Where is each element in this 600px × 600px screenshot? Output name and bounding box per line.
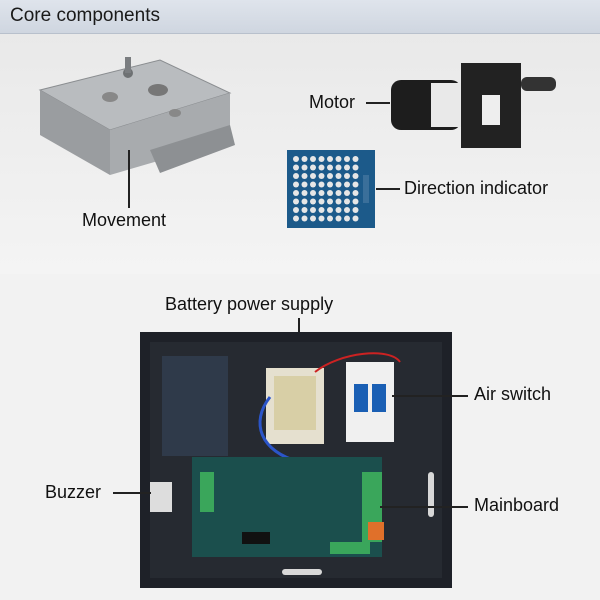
led-dot	[344, 207, 350, 213]
led-dot	[352, 173, 359, 179]
motor-label: Motor	[309, 92, 356, 112]
motor-image	[391, 63, 556, 148]
buzzer-label: Buzzer	[45, 482, 102, 502]
led-dot	[327, 156, 333, 162]
led-dot	[344, 156, 350, 162]
led-dot	[344, 198, 350, 205]
led-dot	[344, 181, 350, 188]
led-dot	[310, 207, 316, 213]
led-dot	[301, 181, 308, 188]
section-title: Core components	[10, 5, 160, 26]
led-dot	[352, 207, 359, 213]
led-dot	[327, 173, 333, 179]
led-dot	[293, 181, 299, 188]
led-dot	[310, 181, 316, 188]
led-dot	[293, 164, 299, 171]
led-dot	[344, 173, 350, 179]
led-dot	[293, 198, 299, 205]
led-dot	[301, 156, 308, 162]
led-dot	[335, 190, 342, 196]
led-dot	[352, 156, 359, 162]
led-dot	[335, 215, 342, 222]
air-switch-leader-line	[392, 395, 468, 397]
section-header: Core components	[0, 0, 600, 34]
led-dot	[335, 173, 342, 179]
mainboard-leader-line	[380, 506, 468, 508]
movement-leader-line	[128, 150, 130, 208]
led-dot	[318, 215, 325, 222]
led-dot	[310, 215, 316, 222]
led-dot	[301, 173, 308, 179]
led-dot	[344, 190, 350, 196]
led-dot	[327, 181, 333, 188]
led-dot	[327, 207, 333, 213]
led-dot	[352, 164, 359, 171]
buzzer-leader-line	[113, 492, 151, 494]
direction-indicator-label: Direction indicator	[404, 178, 549, 198]
led-dot	[318, 173, 325, 179]
motor-leader-line	[366, 102, 390, 104]
led-dot	[318, 156, 325, 162]
led-dot	[352, 181, 359, 188]
led-dot	[318, 181, 325, 188]
led-dot	[293, 156, 299, 162]
led-dot	[310, 164, 316, 171]
led-dot	[293, 190, 299, 196]
led-dot	[335, 207, 342, 213]
led-dot	[310, 190, 316, 196]
movement-image	[38, 57, 235, 175]
led-dot	[352, 198, 359, 205]
led-dot	[318, 190, 325, 196]
led-dot	[318, 164, 325, 171]
battery-power-supply-label: Battery power supply	[165, 294, 334, 314]
led-dot	[301, 207, 308, 213]
led-dot	[293, 207, 299, 213]
led-dot	[301, 190, 308, 196]
air-switch-label: Air switch	[474, 384, 552, 404]
led-dot	[352, 215, 359, 222]
led-dot	[344, 215, 350, 222]
led-dot	[335, 198, 342, 205]
direction-indicator-image	[287, 150, 375, 228]
led-dot	[310, 156, 316, 162]
led-dot	[352, 190, 359, 196]
led-dot	[327, 215, 333, 222]
led-dot	[327, 198, 333, 205]
led-dot	[310, 198, 316, 205]
led-dot	[301, 215, 308, 222]
led-dot	[318, 198, 325, 205]
led-dot	[301, 198, 308, 205]
led-dot	[344, 164, 350, 171]
led-dot	[301, 164, 308, 171]
mainboard-label: Mainboard	[474, 495, 560, 515]
led-dot	[335, 181, 342, 188]
led-dot	[293, 215, 299, 222]
led-dot	[335, 164, 342, 171]
led-dot	[327, 164, 333, 171]
led-dot	[310, 173, 316, 179]
led-dot	[327, 190, 333, 196]
movement-label: Movement	[82, 210, 167, 230]
led-dot	[318, 207, 325, 213]
led-dot	[335, 156, 342, 162]
control-enclosure-image	[140, 332, 452, 588]
led-dot	[293, 173, 299, 179]
direction-indicator-leader-line	[376, 188, 400, 190]
